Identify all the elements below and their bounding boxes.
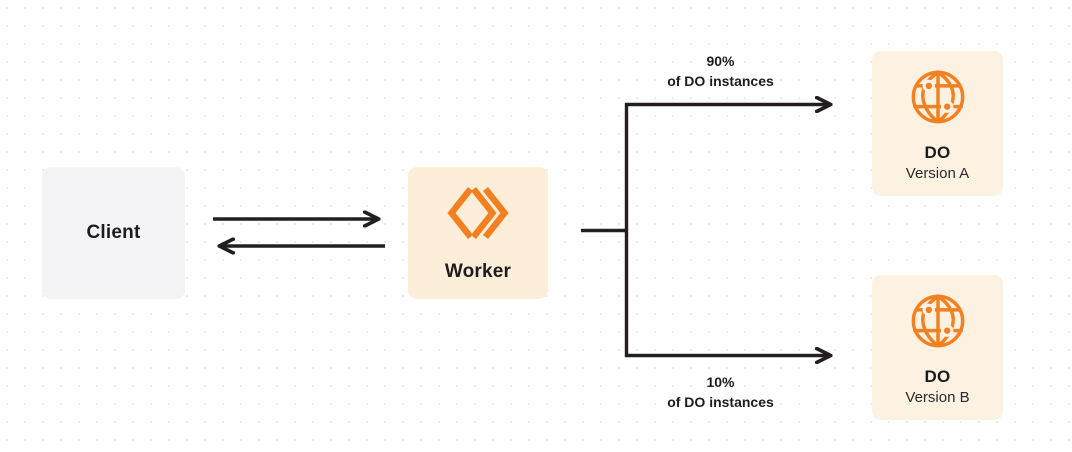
node-do-a-label: DO <box>924 143 951 162</box>
globe-icon <box>909 68 967 131</box>
edge-label-do-b: 10% of DO instances <box>613 373 828 413</box>
edge-label-do-a: 90% of DO instances <box>613 52 828 92</box>
node-worker-label: Worker <box>444 260 512 282</box>
node-do-b-sublabel: Version B <box>905 389 970 407</box>
edge-label-do-b-description: of DO instances <box>667 393 774 410</box>
node-do-b-label: DO <box>924 367 951 386</box>
node-worker[interactable]: Worker <box>408 167 548 299</box>
globe-icon <box>909 292 967 355</box>
node-do-version-a[interactable]: DO Version A <box>872 51 1003 196</box>
node-do-version-b[interactable]: DO Version B <box>872 275 1003 420</box>
cloudflare-workers-logo-icon <box>447 184 509 247</box>
node-client-label: Client <box>86 222 141 243</box>
node-do-a-sublabel: Version A <box>905 165 970 183</box>
edge-label-do-b-percent: 10% <box>706 374 735 390</box>
node-client[interactable]: Client <box>42 167 185 299</box>
edge-label-do-a-percent: 90% <box>706 53 735 69</box>
edge-label-do-a-description: of DO instances <box>667 72 774 89</box>
